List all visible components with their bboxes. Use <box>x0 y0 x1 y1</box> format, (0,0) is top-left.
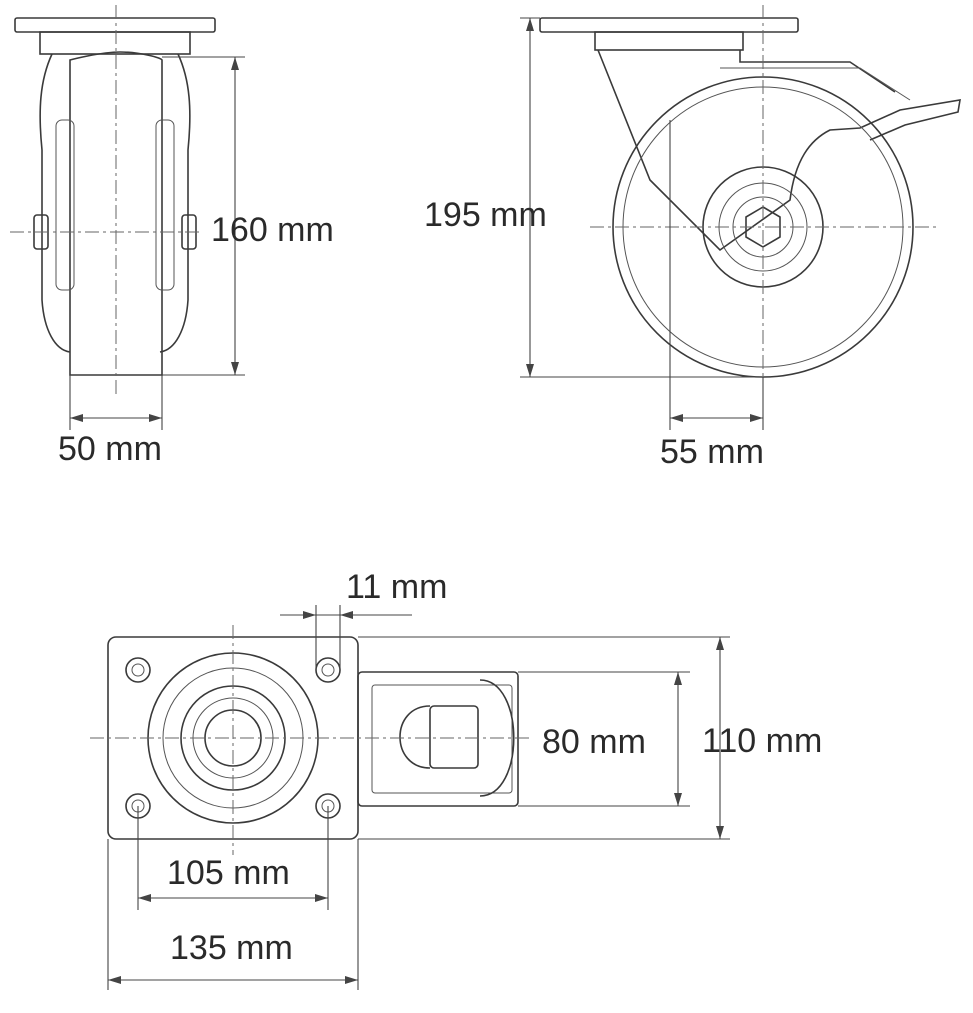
front-height-label: 195 mm <box>424 196 547 234</box>
front-view: 195 mm 55 mm <box>424 5 961 471</box>
inner-width-label: 80 mm <box>542 723 646 761</box>
side-height-label: 160 mm <box>211 211 334 249</box>
hole-spacing-label: 105 mm <box>167 854 290 892</box>
plate-length-label: 135 mm <box>170 929 293 967</box>
side-width-label: 50 mm <box>58 430 162 468</box>
plate-width-label: 110 mm <box>702 722 822 760</box>
hole-diameter-label: 11 mm <box>346 568 447 606</box>
front-offset-label: 55 mm <box>660 433 764 471</box>
side-view: 160 mm 50 mm <box>10 5 334 468</box>
top-view: 11 mm 80 mm 110 mm 105 mm 135 mm <box>90 568 822 990</box>
